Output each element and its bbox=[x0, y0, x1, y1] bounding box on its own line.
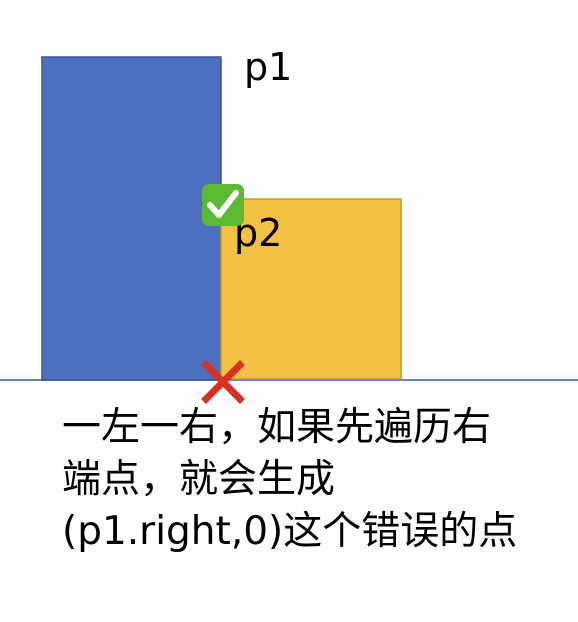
check-mark-icon bbox=[202, 184, 244, 226]
caption-line-1: 一左一右，如果先遍历右 bbox=[62, 405, 492, 450]
cross-mark-icon bbox=[201, 360, 245, 404]
rect-p1 bbox=[41, 56, 222, 381]
label-p1: p1 bbox=[244, 45, 292, 89]
caption: 一左一右，如果先遍历右 端点，就会生成 (p1.right,0)这个错误的点 bbox=[62, 402, 572, 558]
caption-line-3: (p1.right,0)这个错误的点 bbox=[62, 509, 518, 554]
caption-line-2: 端点，就会生成 bbox=[62, 457, 336, 502]
rect-p2 bbox=[220, 198, 402, 380]
